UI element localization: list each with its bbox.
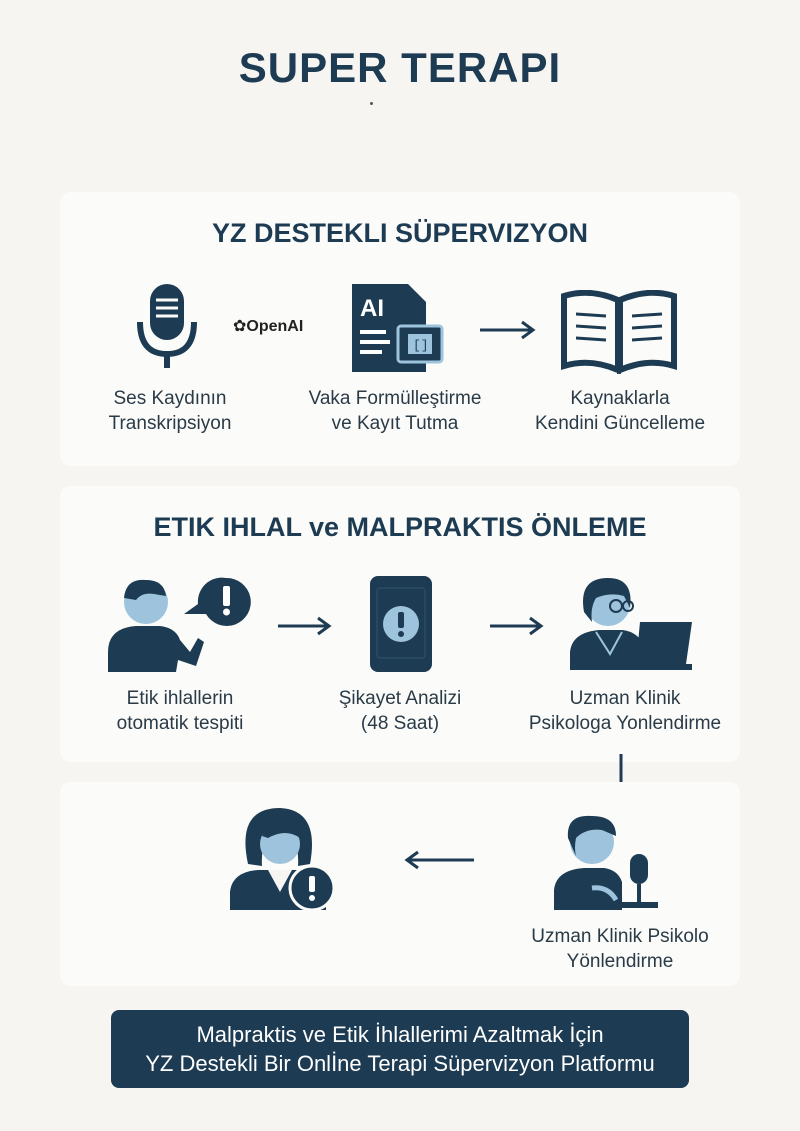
svg-text:AI: AI — [360, 295, 384, 322]
arrow-left-icon — [404, 850, 474, 870]
arrow-right-icon — [278, 616, 332, 636]
svg-text:[]: [] — [413, 338, 429, 353]
step-label: Uzman Klinik Psikolo Yönlendirme — [531, 926, 709, 972]
openai-logo: ✿OpenAI — [233, 318, 304, 335]
footer-line: YZ Destekli Bir Onlİne Terapi Süpervizyo… — [145, 1051, 655, 1076]
section-title: ETIK IHLAL ve MALPRAKTIS ÖNLEME — [153, 512, 647, 542]
microphone-icon — [137, 284, 197, 368]
step-label: Kaynaklarla Kendini Güncelleme — [534, 388, 706, 434]
ai-document-icon: AI [] — [352, 284, 444, 372]
step-label: Ses Kaydının Transkripsiyon — [108, 388, 232, 434]
section-referral — [60, 782, 740, 986]
open-book-icon — [561, 290, 677, 374]
phone-alert-icon — [370, 576, 432, 672]
page-title: SUPER TERAPI — [238, 44, 562, 91]
decorative-dot — [370, 102, 373, 105]
arrow-right-icon — [490, 616, 544, 636]
step-label: Şikayet Analizi (48 Saat) — [338, 688, 462, 734]
arrow-right-icon — [480, 320, 536, 340]
openai-icon: ✿ — [233, 318, 247, 335]
section-title: YZ DESTEKLI SÜPERVIZYON — [211, 218, 589, 248]
psychologist-microphone-icon — [554, 815, 658, 910]
footer-banner: Malpraktis ve Etik İhlallerimi Azaltmak … — [111, 1010, 689, 1088]
footer-line: Malpraktis ve Etik İhlallerimi Azaltmak … — [196, 1022, 604, 1047]
psychologist-laptop-icon — [570, 578, 692, 670]
step-label: Uzman Klinik Psikologa Yonlendirme — [528, 688, 722, 734]
person-speech-alert-icon — [108, 577, 251, 672]
step-label: Vaka Formülleştirme ve Kayıt Tutma — [308, 388, 482, 434]
woman-alert-icon — [230, 808, 336, 912]
step-label: Etik ihlallerin otomatik tespiti — [116, 688, 244, 734]
